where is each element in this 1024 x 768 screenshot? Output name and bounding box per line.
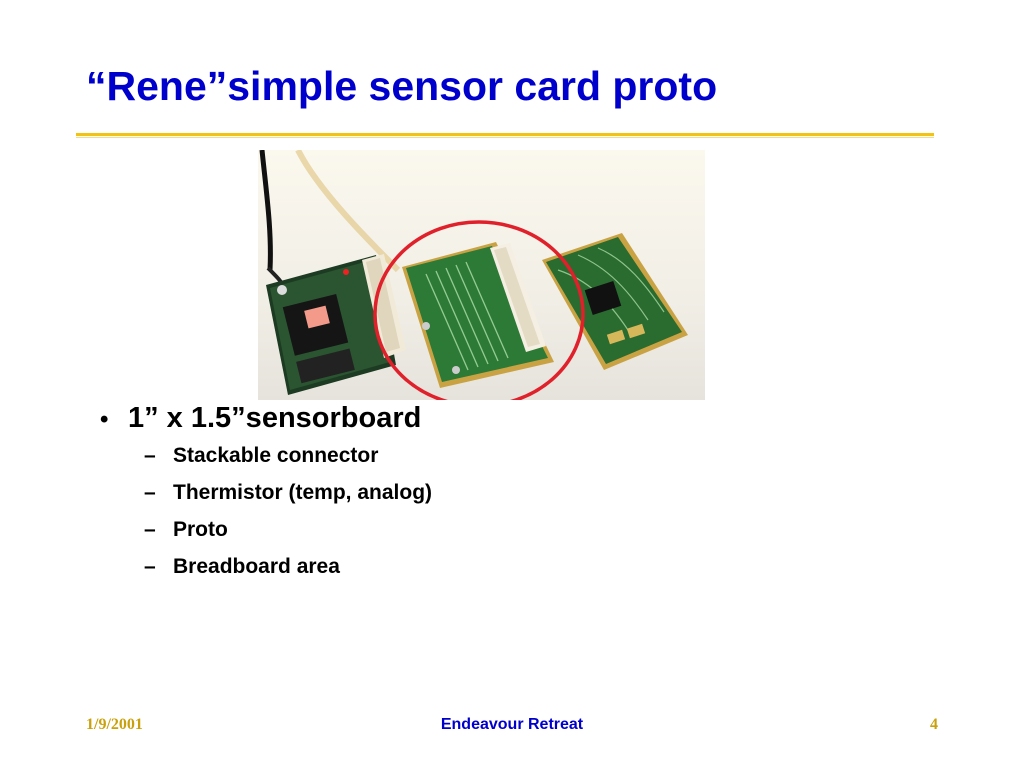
sub-bullet: – Stackable connector: [144, 444, 432, 481]
bullet-main-text: 1” x 1.5”sensorboard: [128, 402, 422, 434]
dash-icon: –: [144, 444, 156, 467]
sub-bullet-list: – Stackable connector – Thermistor (temp…: [144, 444, 432, 592]
title-underline-thin: [76, 137, 934, 138]
page-number: 4: [930, 716, 938, 733]
dash-icon: –: [144, 555, 156, 578]
sensor-boards-photo: [258, 150, 705, 400]
footer-date: 1/9/2001: [86, 716, 143, 733]
footer-title: Endeavour Retreat: [440, 716, 584, 733]
title-underline: [76, 133, 934, 136]
sub-bullet: – Thermistor (temp, analog): [144, 481, 432, 518]
sub-bullet-text: Proto: [173, 518, 228, 541]
sub-bullet-text: Thermistor (temp, analog): [173, 481, 433, 504]
mote-board: [266, 254, 406, 395]
bullet-main: • 1” x 1.5”sensorboard: [100, 402, 432, 442]
bullet-dot-icon: •: [100, 406, 109, 433]
bullet-list: • 1” x 1.5”sensorboard – Stackable conne…: [100, 402, 432, 592]
proto-board: [402, 242, 554, 388]
sub-bullet-text: Breadboard area: [173, 555, 340, 578]
sub-bullet-text: Stackable connector: [173, 444, 379, 467]
sub-bullet: – Breadboard area: [144, 555, 432, 592]
dash-icon: –: [144, 481, 156, 504]
dash-icon: –: [144, 518, 156, 541]
sub-bullet: – Proto: [144, 518, 432, 555]
sensor-board: [542, 233, 688, 370]
slide-title: “Rene”simple sensor card proto: [86, 63, 718, 109]
